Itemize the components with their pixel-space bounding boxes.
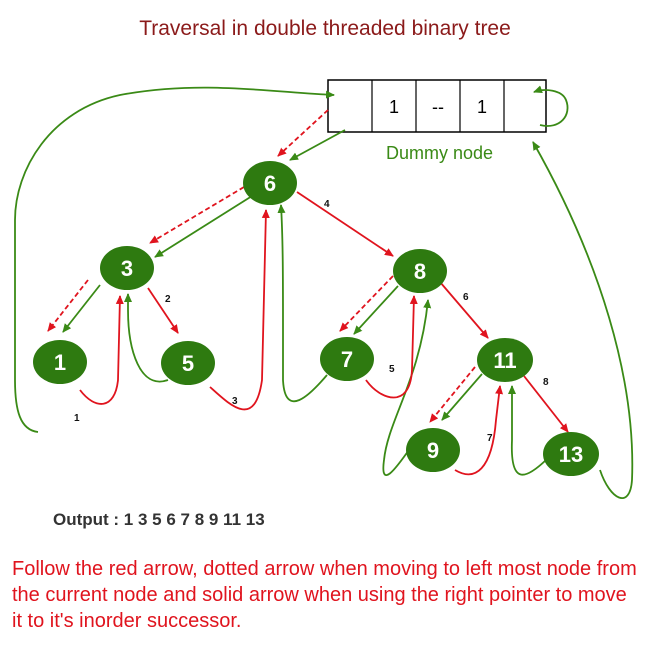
dummy-field-left-flag: 1 <box>389 97 399 117</box>
dummy-field-right-flag: 1 <box>477 97 487 117</box>
dashed-11-to-9 <box>429 366 476 423</box>
succ-7-to-8 <box>365 295 418 399</box>
tree-node-8: 8 <box>393 249 447 293</box>
tree-nodes: 6 3 8 1 5 7 11 9 <box>33 161 599 476</box>
node-value: 6 <box>264 171 276 196</box>
thread-dummy-self <box>533 85 569 127</box>
node-value: 5 <box>182 351 194 376</box>
dashed-6-to-3 <box>149 186 245 244</box>
succ-11-to-13 <box>523 375 569 433</box>
node-value: 3 <box>121 256 133 281</box>
thread-13-to-dummy <box>532 141 634 499</box>
leftmost-dashed-arrows <box>47 109 476 423</box>
succ-9-to-11 <box>454 385 504 476</box>
tree-node-1: 1 <box>33 340 87 384</box>
dashed-3-to-1 <box>47 279 89 332</box>
step-label: 5 <box>389 364 395 375</box>
step-label: 3 <box>232 396 238 407</box>
tree-node-6: 6 <box>243 161 297 205</box>
arrow-8-to-7 <box>353 285 399 335</box>
thread-7-to-6 <box>277 204 328 403</box>
step-label: 7 <box>487 433 493 444</box>
successor-arrows <box>79 191 569 476</box>
thread-13-to-11 <box>508 385 547 476</box>
succ-8-to-11 <box>439 281 489 339</box>
dummy-node-label: Dummy node <box>386 143 494 163</box>
diagram-title: Traversal in double threaded binary tree <box>139 17 511 40</box>
step-label: 6 <box>463 292 469 303</box>
arrow-dummy-to-6 <box>289 129 346 161</box>
output-text: Output : 1 3 5 6 7 8 9 11 13 <box>53 510 265 529</box>
step-labels: 1 2 3 4 5 6 7 8 <box>74 199 549 444</box>
succ-5-to-6 <box>209 209 270 411</box>
arrow-6-to-3 <box>154 195 253 258</box>
tree-node-7: 7 <box>320 337 374 381</box>
node-value: 8 <box>414 259 426 284</box>
dashed-dummy-to-6 <box>277 109 329 157</box>
step-label: 1 <box>74 413 80 424</box>
arrow-3-to-1 <box>62 284 101 333</box>
node-value: 11 <box>493 348 516 373</box>
tree-node-5: 5 <box>161 341 215 385</box>
tree-node-11: 11 <box>477 338 533 382</box>
child-pointer-arrows <box>14 85 634 499</box>
dummy-node: 1 -- 1 <box>327 79 547 133</box>
step-label: 4 <box>324 199 330 210</box>
arrow-11-to-9 <box>441 373 483 421</box>
dummy-node-box <box>327 79 547 133</box>
node-value: 1 <box>54 350 66 375</box>
tree-node-9: 9 <box>406 428 460 472</box>
step-label: 2 <box>165 294 171 305</box>
thread-5-to-3 <box>124 293 169 383</box>
tree-node-3: 3 <box>100 246 154 290</box>
succ-1-to-3 <box>79 295 124 405</box>
thread-1-to-dummy <box>14 86 335 433</box>
node-value: 13 <box>559 442 583 467</box>
succ-6-to-8 <box>296 191 394 257</box>
tree-node-13: 13 <box>543 432 599 476</box>
node-value: 9 <box>427 438 439 463</box>
node-value: 7 <box>341 347 353 372</box>
instruction-note: Follow the red arrow, dotted arrow when … <box>12 558 637 632</box>
succ-3-to-5 <box>147 287 179 334</box>
dummy-field-data: -- <box>432 97 444 117</box>
step-label: 8 <box>543 377 549 388</box>
dashed-8-to-7 <box>339 275 394 332</box>
thread-9-to-8 <box>382 299 432 476</box>
